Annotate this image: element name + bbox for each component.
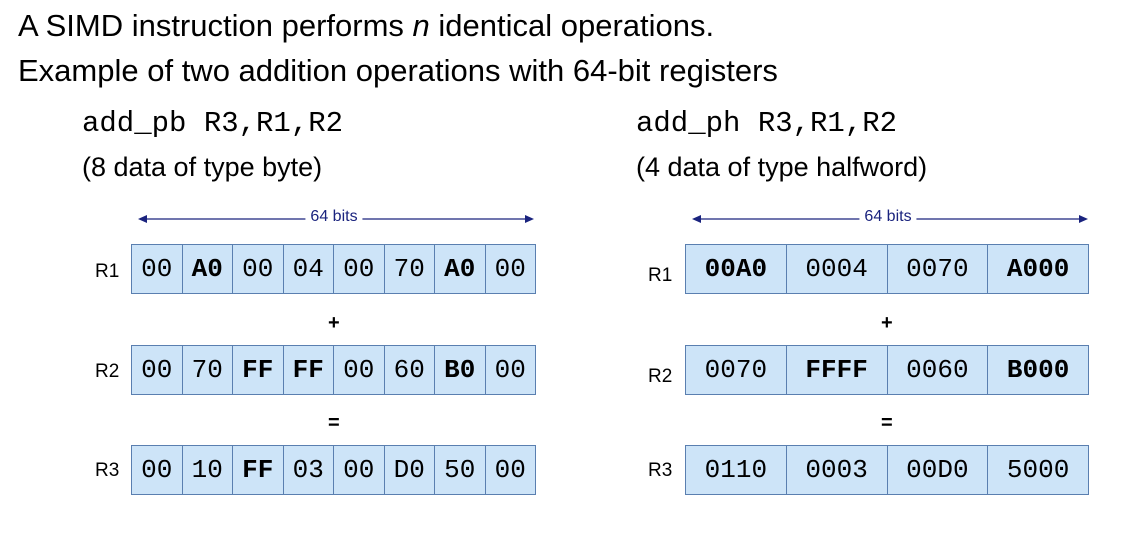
register-cell: 0070 [686, 346, 787, 394]
register-cell: A000 [1006, 254, 1070, 284]
register-cell: 0004 [787, 245, 888, 293]
register-cell: 50 [435, 446, 486, 494]
register-cell: B000 [1006, 355, 1070, 385]
register-cell: 0003 [787, 446, 888, 494]
register-cell: 00 [132, 346, 183, 394]
left-r3-label: R3 [95, 460, 120, 481]
register-cell: 70 [385, 245, 435, 293]
register-cell: FF [233, 446, 284, 494]
register-cell: 00D0 [888, 446, 989, 494]
register-cell: FF [284, 346, 334, 394]
register-cell: 00 [334, 346, 385, 394]
register-cell: D0 [385, 446, 435, 494]
register-cell: 10 [183, 446, 233, 494]
title-line-1: A SIMD instruction performs n identical … [18, 8, 714, 44]
register-cell: 70 [183, 346, 233, 394]
left-equals-sign: = [328, 412, 340, 434]
title-variable: n [412, 8, 430, 43]
left-width-label: 64 bits [305, 207, 363, 227]
left-r3-register: 00 10 FF 03 00 D0 50 00 [131, 445, 536, 495]
register-cell: 00 [233, 245, 284, 293]
register-cell: B0 [435, 346, 486, 394]
left-instruction: add_pb R3,R1,R2 [82, 107, 344, 140]
register-cell: 00 [334, 446, 385, 494]
right-r3-register: 0110 0003 00D0 5000 [685, 445, 1089, 495]
title-line-2: Example of two addition operations with … [18, 53, 778, 88]
register-cell: 00 [494, 355, 526, 385]
register-cell: 00 [132, 245, 183, 293]
register-cell: 03 [284, 446, 334, 494]
right-r3-label: R3 [648, 460, 673, 481]
register-cell: 00A0 [686, 245, 787, 293]
register-cell: 04 [284, 245, 334, 293]
register-cell: FF [233, 346, 284, 394]
register-cell: 00 [494, 254, 526, 284]
register-cell: 00 [494, 455, 526, 485]
register-cell: 5000 [1006, 455, 1070, 485]
right-equals-sign: = [881, 412, 893, 434]
title-text-a: A SIMD instruction performs [18, 8, 413, 43]
register-cell: A0 [183, 245, 233, 293]
register-cell: 60 [385, 346, 435, 394]
right-r2-label: R2 [648, 366, 673, 387]
right-r1-label: R1 [648, 265, 673, 286]
right-plus-sign: + [881, 312, 893, 334]
left-note: (8 data of type byte) [82, 152, 323, 182]
register-cell: 00 [334, 245, 385, 293]
register-cell: 0060 [888, 346, 989, 394]
left-r2-label: R2 [95, 361, 120, 382]
left-r2-register: 00 70 FF FF 00 60 B0 00 [131, 345, 536, 395]
left-r1-register: 00 A0 00 04 00 70 A0 00 [131, 244, 536, 294]
register-cell: 00 [132, 446, 183, 494]
title-text-b: identical operations. [429, 8, 715, 43]
left-r1-label: R1 [95, 261, 120, 282]
left-width-indicator: 64 bits [136, 207, 536, 229]
register-cell: 0110 [686, 446, 787, 494]
right-width-indicator: 64 bits [690, 207, 1090, 229]
right-instruction: add_ph R3,R1,R2 [636, 107, 898, 140]
register-cell: 0070 [888, 245, 989, 293]
right-r1-register: 00A0 0004 0070 A000 [685, 244, 1089, 294]
register-cell: FFFF [787, 346, 888, 394]
register-cell: A0 [435, 245, 486, 293]
right-width-label: 64 bits [859, 207, 917, 227]
right-note: (4 data of type halfword) [636, 152, 928, 182]
right-r2-register: 0070 FFFF 0060 B000 [685, 345, 1089, 395]
left-plus-sign: + [328, 312, 340, 334]
